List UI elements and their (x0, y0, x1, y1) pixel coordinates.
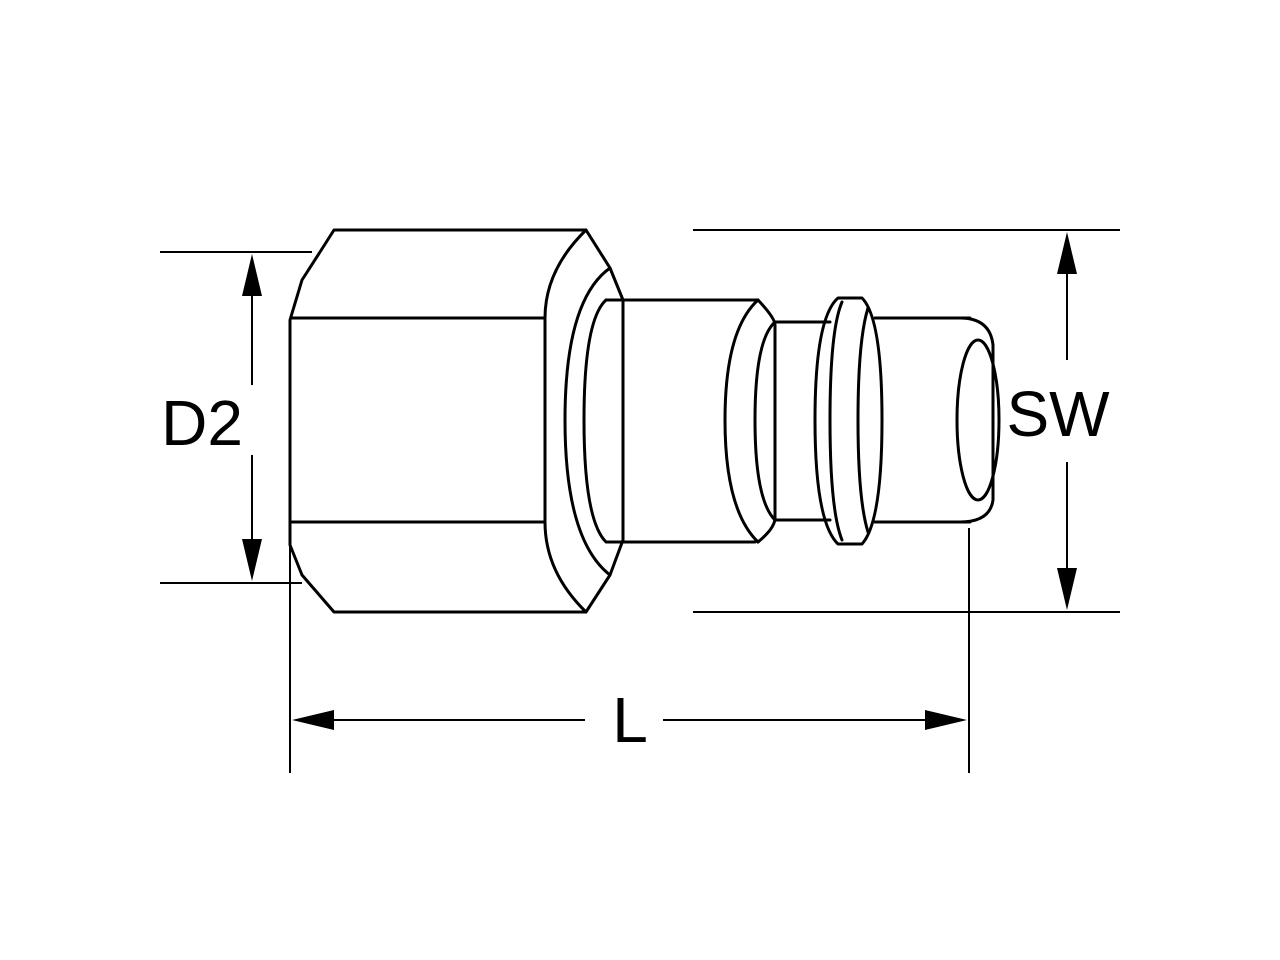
hex-body-outline (288, 228, 625, 614)
l-arrow-left (292, 710, 334, 730)
shank-outline (582, 298, 757, 544)
hex-inner-arc (563, 266, 612, 577)
collar-outline (813, 296, 884, 546)
groove (753, 320, 832, 522)
groove-left-arc (753, 320, 777, 522)
nose (873, 316, 1001, 524)
shank (582, 298, 777, 544)
nose-end-profile (958, 316, 995, 524)
collar (813, 296, 884, 546)
l-label: L (612, 684, 648, 756)
hex-chamfer-right (543, 228, 588, 614)
sw-arrow-top (1057, 232, 1077, 274)
l-arrow-right (925, 710, 967, 730)
d2-arrow-top (242, 254, 262, 296)
collar-inner-arc (828, 300, 844, 542)
d2-label: D2 (161, 387, 243, 459)
collar-rib-arc (856, 306, 870, 534)
shank-end-right (756, 298, 777, 544)
dimension-l: L (289, 528, 970, 773)
dimension-d2: D2 (160, 251, 312, 584)
d2-arrow-bottom (242, 539, 262, 581)
dimension-sw: SW (693, 229, 1120, 613)
sw-arrow-bottom (1057, 568, 1077, 610)
hex-body (288, 228, 625, 614)
sw-label: SW (1006, 378, 1110, 450)
nose-bore (955, 338, 1001, 502)
shank-end-left (723, 298, 760, 544)
